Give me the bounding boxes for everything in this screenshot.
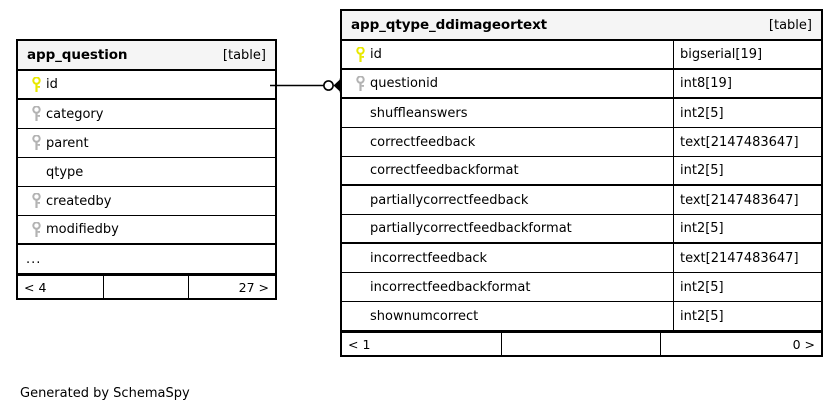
primary-key-icon — [26, 76, 46, 93]
column-cell: partiallycorrectfeedback — [342, 186, 673, 214]
column-name: incorrectfeedbackformat — [370, 279, 531, 295]
table-row[interactable]: id bigserial[19] — [342, 41, 821, 70]
column-cell: shownumcorrect — [342, 302, 673, 330]
column-type: int2[5] — [673, 99, 821, 127]
table-header-app-qtype-ddimageortext: app_qtype_ddimageortext [table] — [342, 11, 821, 41]
column-cell: id — [18, 71, 275, 98]
column-name: modifiedby — [46, 222, 119, 237]
column-type: text[2147483647] — [673, 186, 821, 214]
table-title: app_qtype_ddimageortext — [351, 17, 548, 33]
column-type: int2[5] — [673, 302, 821, 330]
table-footer-app-question: < 4 27 > — [18, 274, 275, 298]
column-name: id — [46, 77, 58, 92]
column-name: createdby — [46, 193, 112, 209]
column-cell: correctfeedbackformat — [342, 157, 673, 184]
column-cell: modifiedby — [18, 216, 275, 243]
footer-center — [104, 276, 190, 298]
column-type: bigserial[19] — [673, 41, 821, 68]
column-cell: incorrectfeedback — [342, 244, 673, 272]
column-cell: id — [342, 41, 673, 68]
table-row[interactable]: qtype — [18, 158, 275, 187]
table-row[interactable]: questionid int8[19] — [342, 70, 821, 99]
column-cell: correctfeedback — [342, 128, 673, 156]
table-row[interactable]: id — [18, 71, 275, 100]
table-row[interactable]: partiallycorrectfeedback text[2147483647… — [342, 186, 821, 215]
footer-next-button[interactable]: 27 > — [238, 279, 270, 295]
footer-prev-button[interactable]: < 1 — [342, 333, 502, 355]
table-row[interactable]: shuffleanswers int2[5] — [342, 99, 821, 128]
column-name: shuffleanswers — [370, 105, 468, 121]
table-row[interactable]: shownumcorrect int2[5] — [342, 302, 821, 331]
table-row[interactable]: modifiedby — [18, 216, 275, 245]
table-row[interactable]: createdby — [18, 187, 275, 216]
table-row[interactable]: correctfeedbackformat int2[5] — [342, 157, 821, 186]
table-type-tag: [table] — [768, 17, 812, 33]
column-cell: category — [18, 100, 275, 128]
relationship-connector — [270, 66, 350, 106]
foreign-key-icon — [350, 75, 370, 92]
table-title: app_question — [27, 47, 128, 63]
table-header-app-question: app_question [table] — [18, 41, 275, 71]
column-name: id — [370, 47, 382, 62]
primary-key-icon — [350, 46, 370, 63]
column-cell: parent — [18, 129, 275, 157]
column-name: shownumcorrect — [370, 308, 479, 324]
column-cell: questionid — [342, 70, 673, 97]
foreign-key-icon — [26, 135, 46, 151]
table-row[interactable]: correctfeedback text[2147483647] — [342, 128, 821, 157]
column-name: partiallycorrectfeedbackformat — [370, 221, 572, 236]
table-app-qtype-ddimageortext[interactable]: app_qtype_ddimageortext [table] id bigse… — [340, 9, 823, 357]
column-name: partiallycorrectfeedback — [370, 192, 529, 208]
table-row[interactable]: partiallycorrectfeedbackformat int2[5] — [342, 215, 821, 244]
foreign-key-icon — [26, 221, 46, 238]
footer-next-button[interactable]: 0 > — [792, 336, 816, 352]
column-name: questionid — [370, 76, 439, 91]
column-type: text[2147483647] — [673, 128, 821, 156]
column-cell: createdby — [18, 187, 275, 215]
column-type: int2[5] — [673, 215, 821, 242]
column-name: correctfeedback — [370, 134, 476, 150]
footer-center — [502, 333, 662, 355]
column-name: category — [46, 106, 104, 122]
column-name: qtype — [46, 164, 84, 180]
foreign-key-icon — [26, 193, 46, 209]
table-row-truncated: ... — [18, 245, 275, 274]
footer-prev-button[interactable]: < 4 — [18, 276, 104, 298]
column-type: int8[19] — [673, 70, 821, 97]
generator-caption: Generated by SchemaSpy — [20, 386, 190, 401]
crows-foot-icon — [333, 79, 341, 92]
column-cell: qtype — [18, 158, 275, 186]
truncation-marker: ... — [26, 251, 42, 267]
column-cell: shuffleanswers — [342, 99, 673, 127]
table-row[interactable]: incorrectfeedback text[2147483647] — [342, 244, 821, 273]
column-name: correctfeedbackformat — [370, 163, 519, 178]
column-cell: partiallycorrectfeedbackformat — [342, 215, 673, 242]
column-type: int2[5] — [673, 273, 821, 301]
column-type: text[2147483647] — [673, 244, 821, 272]
table-row[interactable]: incorrectfeedbackformat int2[5] — [342, 273, 821, 302]
column-type: int2[5] — [673, 157, 821, 184]
column-name: incorrectfeedback — [370, 250, 488, 266]
column-cell: incorrectfeedbackformat — [342, 273, 673, 301]
foreign-key-icon — [26, 106, 46, 122]
table-app-question[interactable]: app_question [table] id — [16, 39, 277, 300]
table-footer-app-qtype-ddimageortext: < 1 0 > — [342, 331, 821, 355]
table-row[interactable]: category — [18, 100, 275, 129]
truncation-cell: ... — [18, 245, 275, 273]
column-name: parent — [46, 135, 89, 151]
table-type-tag: [table] — [222, 47, 266, 63]
zero-cardinality-icon — [323, 80, 334, 91]
table-row[interactable]: parent — [18, 129, 275, 158]
